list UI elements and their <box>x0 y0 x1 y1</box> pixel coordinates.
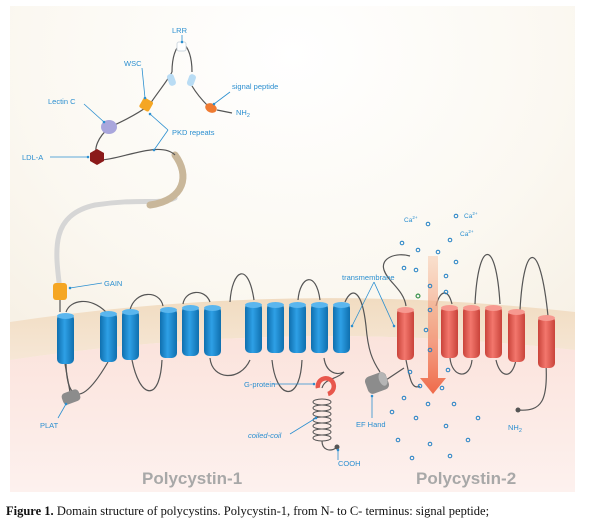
label-ca-2-main: Ca <box>464 213 473 220</box>
channel-pore-marker <box>415 293 421 299</box>
ldl-a-domain <box>90 149 104 165</box>
label-nh2-top-main: NH <box>236 108 247 117</box>
label-coiled-coil: coiled-coil <box>248 431 282 440</box>
gain-domain <box>53 283 67 300</box>
label-nh2-pc2-main: NH <box>508 423 519 432</box>
label-lectin-c: Lectin C <box>48 97 76 106</box>
caption-text: Domain structure of polycystins. Polycys… <box>53 504 490 518</box>
lectin-c-domain <box>101 120 117 134</box>
label-ca-2-sup: 2+ <box>472 211 478 216</box>
label-ca-3-main: Ca <box>460 231 469 238</box>
label-cooh: COOH <box>338 459 361 468</box>
wsc-domain <box>139 97 153 112</box>
label-ca-3: Ca2+ <box>460 229 474 238</box>
label-wsc: WSC <box>124 59 142 68</box>
label-ca-3-sup: 2+ <box>468 229 474 234</box>
pkd-repeats-segment <box>146 151 187 209</box>
label-g-protein: G-protein <box>244 380 275 389</box>
title-polycystin-1: Polycystin-1 <box>142 469 242 488</box>
pc2-loops <box>382 254 549 411</box>
pc2-transmembrane-helices <box>397 305 555 368</box>
label-ca-1-sup: 2+ <box>412 215 418 220</box>
plat-domain <box>61 363 81 405</box>
label-nh2-top-sub: 2 <box>247 113 250 119</box>
figure-caption: Figure 1. Domain structure of polycystin… <box>6 504 604 519</box>
label-ldl-a: LDL-A <box>22 153 43 162</box>
label-ca-2: Ca2+ <box>464 211 478 220</box>
pc1-transmembrane-helices <box>57 302 350 364</box>
caption-figure-number: Figure 1. <box>6 504 54 518</box>
c-terminal-tail <box>312 371 345 451</box>
title-polycystin-2: Polycystin-2 <box>416 469 516 488</box>
label-nh2-top: NH2 <box>236 108 250 119</box>
label-pkd-repeats: PKD repeats <box>172 128 215 137</box>
label-ca-1-main: Ca <box>404 217 413 224</box>
g-protein-binding-site <box>315 376 336 397</box>
label-ef-hand: EF Hand <box>356 420 386 429</box>
signal-peptide-domain <box>205 103 217 113</box>
calcium-flux-arrow <box>420 256 446 394</box>
label-nh2-pc2: NH2 <box>508 423 522 434</box>
label-ca-1: Ca2+ <box>404 215 418 224</box>
label-signal-peptide: signal peptide <box>232 82 278 91</box>
label-nh2-pc2-sub: 2 <box>519 428 522 434</box>
label-gain: GAIN <box>104 279 122 288</box>
label-transmembrane: transmembrane <box>342 273 395 282</box>
label-plat: PLAT <box>40 421 59 430</box>
ef-hand-domain <box>364 372 390 394</box>
pc1-extracellular-chain <box>53 41 233 312</box>
leader-lines <box>50 35 396 460</box>
label-lrr: LRR <box>172 26 188 35</box>
